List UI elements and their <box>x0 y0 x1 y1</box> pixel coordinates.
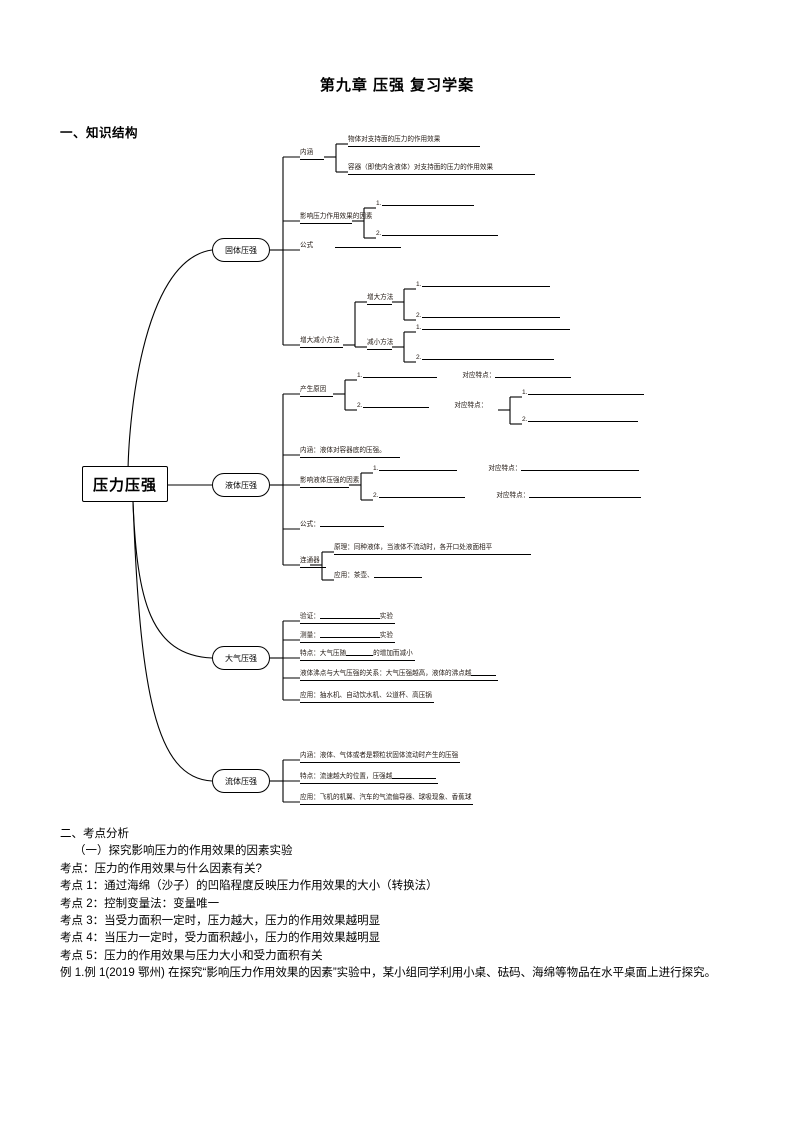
section-heading-knowledge-structure: 一、知识结构 <box>60 126 139 140</box>
mindmap-branch-atmospheric[interactable]: 大气压强 <box>212 646 270 670</box>
leaf-solid-methods: 增大减小方法 <box>300 336 343 348</box>
leaf-liquid-cause-1: 1. 对应特点： <box>357 371 572 381</box>
leaf-fluid-neihan: 内涵：液体、气体或者是颗粒状固体流动时产生的压强 <box>300 751 461 763</box>
mindmap-connectors <box>127 143 522 803</box>
leaf-solid-factors-1: 1. <box>376 199 474 209</box>
mindmap-branch-fluid[interactable]: 流体压强 <box>212 769 270 793</box>
leaf-solid-increase: 增大方法 <box>367 293 393 305</box>
leaf-liquid-cause: 产生原因 <box>300 385 333 397</box>
leaf-atmos-feature: 特点：大气压随的增加而减小 <box>300 649 415 661</box>
leaf-solid-increase-2: 2. <box>416 311 560 321</box>
leaf-solid-decrease-1: 1. <box>416 323 570 333</box>
leaf-liquid-connected-vessel: 连通器 <box>300 556 326 568</box>
leaf-liquid-factors: 影响液体压强的因素 <box>300 476 359 488</box>
kaodian-line-1: 考点 1：通过海绵（沙子）的凹陷程度反映压力作用效果的大小（转换法） <box>60 880 438 893</box>
leaf-fluid-feature: 特点：流速越大的位置，压强越 <box>300 772 439 784</box>
leaf-solid-formula: 公式 <box>300 241 402 251</box>
kaodian-line-2: 考点 2：控制变量法：变量唯一 <box>60 897 220 910</box>
leaf-liquid-factors-1: 1. 对应特点： <box>373 464 640 474</box>
leaf-liquid-cause-2-2: 2. <box>522 415 638 425</box>
leaf-liquid-formula: 公式： <box>300 520 384 530</box>
leaf-liquid-neihan: 内涵：液体对容器底的压强。 <box>300 446 400 458</box>
section-heading-analysis: 二、考点分析 <box>60 828 129 840</box>
leaf-solid-neihan-2: 容器（即使内含液体）对支持面的压力的作用效果 <box>348 163 535 175</box>
leaf-connected-principle: 原理：同种液体，当液体不流动时，各开口处液面相平 <box>334 543 531 555</box>
leaf-atmos-application: 应用：抽水机、自动饮水机、公道杯、高压锅 <box>300 691 434 703</box>
leaf-solid-decrease: 减小方法 <box>367 338 393 350</box>
analysis-subheading: （一）探究影响压力的作用效果的因素实验 <box>74 845 293 858</box>
leaf-liquid-cause-2: 2. 对应特点： <box>357 402 488 409</box>
kaodian-line-4: 考点 4：当压力一定时，受力面积越小，压力的作用效果越明显 <box>60 932 381 945</box>
example-paragraph: 例 1.例 1(2019 鄂州) 在探究“影响压力作用效果的因素”实验中，某小组… <box>60 967 717 980</box>
leaf-liquid-factors-2: 2. 对应特点： <box>373 491 642 501</box>
mindmap-branch-solid[interactable]: 固体压强 <box>212 238 270 262</box>
leaf-solid-increase-1: 1. <box>416 280 550 290</box>
leaf-fluid-application: 应用：飞机的机翼、汽车的气流偏导器、球吸现象、香蕉球 <box>300 793 474 805</box>
analysis-section: 二、考点分析 （一）探究影响压力的作用效果的因素实验 考点：压力的作用效果与什么… <box>60 826 750 983</box>
leaf-liquid-cause-2-1: 1. <box>522 388 644 398</box>
leaf-solid-neihan-1: 物体对支持面的压力的作用效果 <box>348 135 480 147</box>
kaodian-line-0: 考点：压力的作用效果与什么因素有关? <box>60 862 262 875</box>
leaf-solid-neihan: 内涵 <box>300 148 324 160</box>
leaf-atmos-measure: 测量：实验 <box>300 631 395 643</box>
leaf-solid-factors: 影响压力作用效果的因素 <box>300 212 373 224</box>
mindmap-branch-liquid[interactable]: 液体压强 <box>212 473 270 497</box>
leaf-connected-application: 应用：茶壶、 <box>334 571 422 581</box>
mindmap: 压力压强 固体压强 液体压强 大气压强 流体压强 内涵 物体对支持面的压力的作用… <box>0 130 794 820</box>
leaf-atmos-boiling: 液体沸点与大气压强的关系：大气压强越高，液体的沸点越 <box>300 669 499 681</box>
leaf-solid-decrease-2: 2. <box>416 353 554 363</box>
kaodian-line-5: 考点 5：压力的作用效果与压力大小和受力面积有关 <box>60 949 323 962</box>
leaf-atmos-verify: 验证：实验 <box>300 612 395 624</box>
page-title: 第九章 压强 复习学案 <box>319 77 475 94</box>
mindmap-root-node[interactable]: 压力压强 <box>82 466 168 502</box>
kaodian-line-3: 考点 3：当受力面积一定时，压力越大，压力的作用效果越明显 <box>60 915 381 928</box>
leaf-solid-factors-2: 2. <box>376 229 498 239</box>
